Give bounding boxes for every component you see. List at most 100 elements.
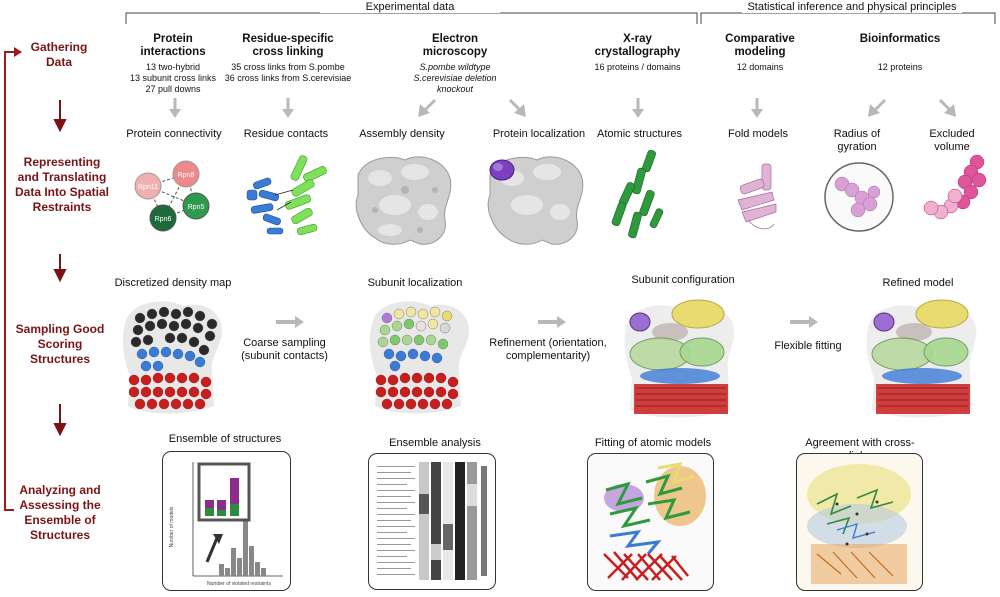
stage-sampling-line-1: Sampling Good (15, 322, 105, 336)
sampling-localization-label: Subunit localization (367, 277, 463, 289)
hist-x-label: Number of violated restraints (207, 581, 271, 587)
stage-analyzing-line-3: Ensemble of (24, 513, 96, 527)
ensemble-analysis-matrix (377, 462, 487, 580)
node-label: Rpn6 (155, 216, 172, 223)
restraint-radius-line-1: Radius of (833, 128, 881, 140)
restraint-excluded-line-1: Excluded (929, 128, 975, 140)
sampling-coarse-line-2: (subunit contacts) (241, 350, 328, 362)
source-title: Electron (431, 33, 478, 45)
source-detail: 13 subunit cross links (129, 73, 217, 83)
node-rpn6 (149, 204, 177, 232)
source-title: X-ray (623, 33, 652, 45)
header-experimental: Experimental data (320, 1, 500, 13)
node-rpn11 (134, 172, 162, 200)
source-detail: 36 cross links from S.cerevisiae (224, 73, 352, 83)
stage-analyzing-line-1: Analyzing and (19, 483, 101, 497)
restraint-excluded-line-2: volume (934, 141, 970, 153)
stage-analyzing-line-4: Structures (29, 528, 91, 542)
source-title: crystallography (594, 46, 681, 58)
header-statistical: Statistical inference and physical princ… (742, 1, 962, 13)
source-detail: 16 proteins / domains (594, 62, 681, 72)
sampling-refined-label: Refined model (882, 277, 954, 289)
stage-representing-line-2: and Translating (17, 170, 107, 184)
source-arrows (169, 98, 956, 118)
source-title: Bioinformatics (859, 33, 941, 45)
restraint-assembly-density-label: Assembly density (359, 128, 445, 140)
excluded-volume-image (923, 154, 987, 220)
subunit-configuration-image (624, 299, 735, 418)
source-title: interactions (140, 46, 206, 58)
ensemble-box: Number of models Number of violated rest… (162, 451, 291, 591)
sampling-arrows (276, 316, 818, 328)
source-title: cross linking (252, 46, 324, 58)
protein-localization-image (487, 156, 584, 245)
sampling-refinement-label: Refinement (orientation, complementarity… (478, 337, 618, 363)
analysis-ensemble-analysis-label: Ensemble analysis (389, 437, 481, 449)
analysis-ensemble-label: Ensemble of structures (168, 433, 282, 445)
source-xray: X-ray crystallography 16 proteins / doma… (580, 33, 695, 73)
header-brackets (125, 12, 996, 24)
discretized-map-image (122, 301, 223, 414)
fold-models-image (737, 163, 777, 230)
restraint-protein-localization-label: Protein localization (492, 128, 586, 140)
assembly-density-image (355, 156, 452, 245)
restraint-radius-line-2: gyration (837, 141, 877, 153)
restraint-radius-label: Radius of gyration (822, 128, 892, 154)
sampling-coarse-line-1: Coarse sampling (243, 337, 326, 349)
stage-representing-line-4: Restraints (32, 200, 92, 214)
sampling-refinement-line-2: complementarity) (505, 350, 591, 362)
residue-contacts-image (246, 155, 327, 236)
source-protein-interactions: Protein interactions 13 two-hybrid 13 su… (113, 33, 233, 95)
fitting-box (587, 453, 714, 591)
agreement-image (807, 464, 911, 584)
source-detail: 12 proteins (877, 62, 923, 72)
source-bioinformatics: Bioinformatics 12 proteins (845, 33, 955, 73)
restraint-fold-models-label: Fold models (728, 128, 788, 140)
fitting-image (603, 462, 706, 581)
stage-gathering-line-1: Gathering (30, 40, 88, 54)
source-title: modeling (734, 46, 786, 58)
node-rpn8 (172, 160, 200, 188)
source-electron-microscopy: Electron microscopy S.pombe wildtype S.c… (395, 33, 515, 95)
ensemble-histogram: Number of models Number of violated rest… (169, 462, 283, 587)
source-title: microscopy (422, 46, 488, 58)
stage-sampling-line-3: Structures (29, 352, 91, 366)
restraint-connectivity-label: Protein connectivity (126, 128, 222, 140)
restraint-atomic-structures-label: Atomic structures (597, 128, 682, 140)
source-detail: S.cerevisiae deletion knockout (413, 73, 497, 94)
source-detail: 12 domains (736, 62, 784, 72)
source-title: Residue-specific (242, 33, 334, 45)
stage-analyzing: Analyzing and Assessing the Ensemble of … (10, 483, 110, 543)
stage-sampling: Sampling Good Scoring Structures (10, 322, 110, 367)
source-cross-linking: Residue-specific cross linking 35 cross … (218, 33, 358, 84)
stage-gathering: Gathering Data (15, 40, 103, 70)
source-detail: S.pombe wildtype (419, 62, 491, 72)
stage-representing-line-1: Representing (23, 155, 101, 169)
analysis-fitting-label: Fitting of atomic models (594, 437, 712, 449)
sampling-coarse-label: Coarse sampling (subunit contacts) (232, 337, 337, 363)
stage-gathering-line-2: Data (45, 55, 72, 69)
stage-sampling-line-2: Scoring (37, 337, 83, 351)
atomic-structures-image (611, 149, 664, 239)
agreement-box (796, 453, 923, 591)
stage-analyzing-line-2: Assessing the (19, 498, 101, 512)
node-label: Rpn11 (138, 184, 158, 191)
source-detail: 27 pull downs (145, 84, 201, 94)
radius-of-gyration-image (824, 162, 894, 232)
subunit-localization-image (369, 301, 470, 414)
refined-model-image (866, 299, 977, 418)
source-title: Comparative (725, 33, 795, 45)
stage-representing-line-3: Data Into Spatial (14, 185, 109, 199)
connectivity-network: Rpn11 Rpn8 Rpn6 Rpn5 (134, 160, 210, 232)
restraint-excluded-label: Excluded volume (917, 128, 987, 154)
node-label: Rpn8 (178, 172, 195, 179)
node-label: Rpn5 (188, 204, 205, 211)
sampling-flexible-label: Flexible fitting (774, 340, 842, 352)
source-title: Protein (153, 33, 193, 45)
ensemble-analysis-box (368, 453, 496, 590)
source-detail: 35 cross links from S.pombe (231, 62, 345, 72)
node-rpn5 (182, 192, 210, 220)
hist-y-label: Number of models (169, 506, 175, 547)
sampling-discretized-label: Discretized density map (114, 277, 232, 289)
sampling-configuration-label: Subunit configuration (631, 274, 735, 286)
